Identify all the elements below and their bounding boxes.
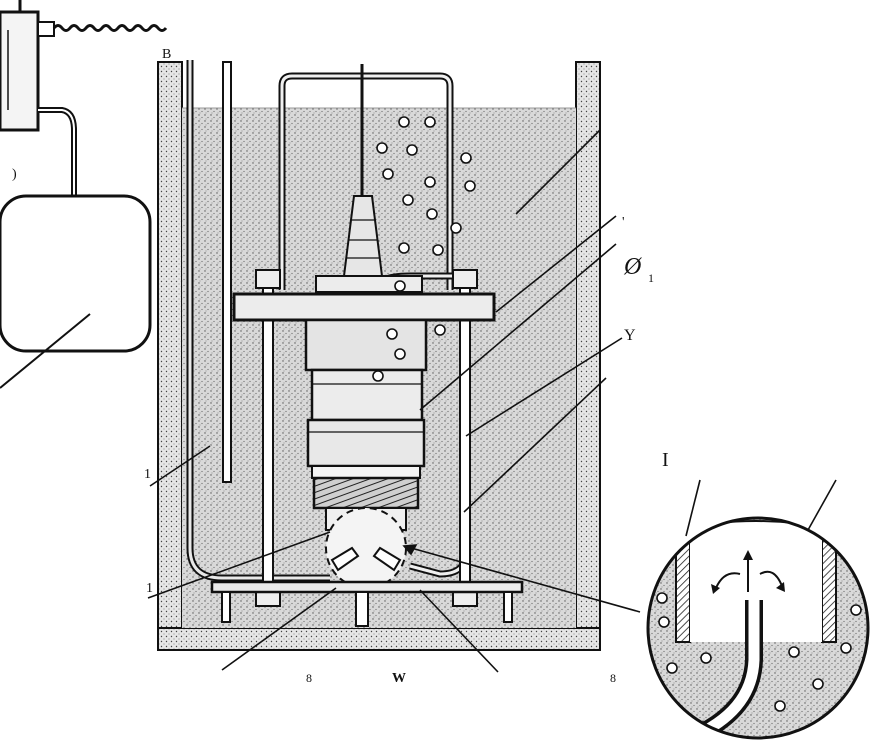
sensor-device — [0, 0, 168, 196]
label-detail: I — [662, 449, 669, 471]
label-zero: ) — [12, 167, 17, 182]
label-bottom-3: 8 — [610, 671, 616, 685]
label-b: В — [162, 47, 171, 62]
handle-frame — [278, 64, 454, 290]
nozzles — [330, 546, 402, 572]
reservoir-bag — [0, 194, 152, 389]
base-frame — [210, 580, 524, 627]
signal-cable — [52, 24, 168, 32]
left-tubes — [186, 60, 330, 582]
tool-body — [304, 318, 428, 589]
tie-rods — [255, 269, 478, 607]
label-phi: Ø — [623, 254, 643, 280]
workpiece-zone — [325, 507, 407, 589]
label-left-tick-1: 1 — [144, 467, 151, 482]
label-bottom-1: 8 — [306, 671, 312, 685]
knurled-collar — [312, 476, 420, 510]
leader-lines — [147, 129, 641, 673]
detail-view — [646, 479, 870, 740]
label-phi-sub: 1 — [648, 271, 654, 285]
label-bottom-2: W — [392, 671, 406, 686]
label-comma: ' — [622, 215, 625, 230]
label-left-tick-2: 1 — [146, 581, 153, 596]
labels: В ) Ø 1 ' Y 1 1 I 8 W 8 — [12, 47, 669, 686]
flange-plate — [232, 292, 496, 322]
label-y: Y — [624, 327, 636, 344]
bubbles — [372, 116, 476, 382]
cone-tip — [315, 195, 423, 293]
